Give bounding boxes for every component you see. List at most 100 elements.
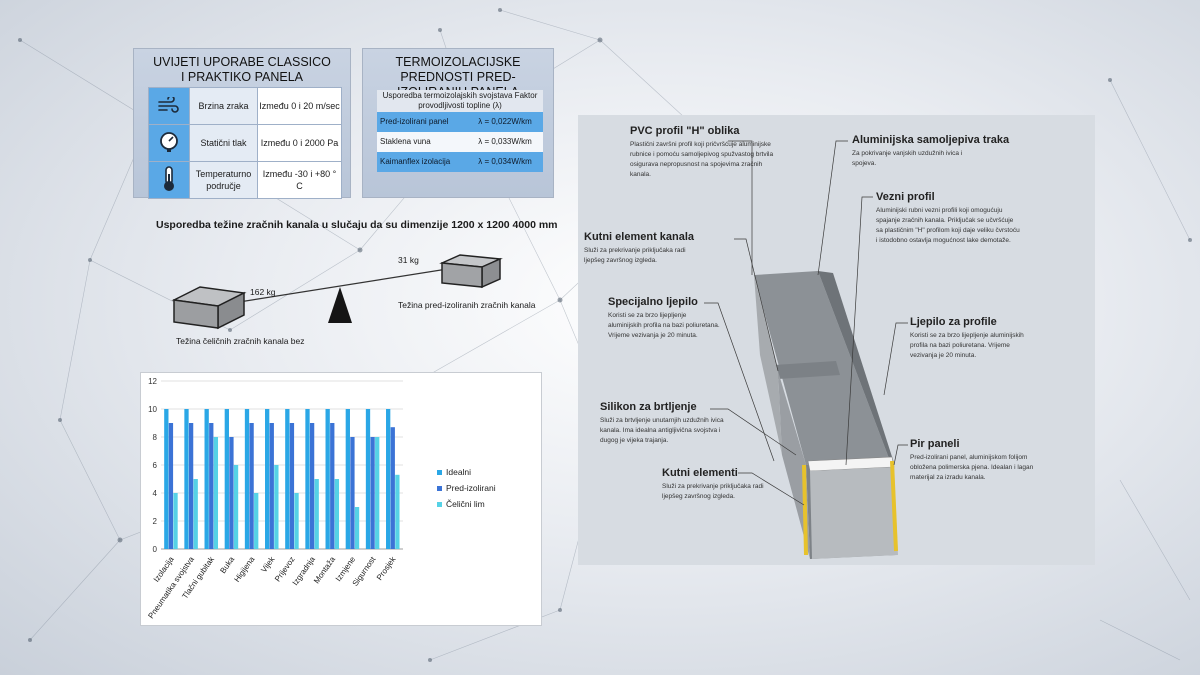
bar [265, 409, 270, 549]
annotation-title: Vezni profil [876, 191, 935, 203]
annotation-sealing-silicone: Silikon za brtljenje Služi za brtvljenje… [600, 401, 740, 446]
annotation-desc: Služi za brtvljenje unutarnjih uzdužnih … [600, 417, 724, 444]
y-tick-label: 4 [153, 489, 158, 498]
usage-conditions-title: UVIJETI UPORABE CLASSICO I PRAKTIKO PANE… [153, 55, 331, 84]
legend-label: Idealni [446, 467, 471, 477]
y-tick-label: 2 [153, 517, 158, 526]
bar [309, 423, 315, 549]
bar [269, 423, 274, 549]
wind-icon [148, 87, 190, 125]
bar [254, 493, 259, 549]
annotation-profile-glue: Ljepilo za profile Koristi se za brzo li… [910, 316, 1045, 361]
annotation-aluminium-tape: Aluminijska samoljepiva traka Za pokriva… [852, 134, 1052, 169]
pre-insulated-weight-label: Težina pred-izoliranih zračnih kanala [398, 300, 536, 310]
duct-illustration [704, 140, 908, 559]
annotation-desc: Služi za prekrivanje priključaka radi lj… [584, 247, 686, 264]
lambda-cell: λ = 0,022W/km [467, 112, 543, 132]
legend-label: Čelični lim [446, 499, 485, 509]
annotation-title: Silikon za brtljenje [600, 401, 697, 413]
table-header: Usporedba termoizolajskih svojstava Fakt… [377, 90, 543, 112]
annotation-connecting-profile: Vezni profil Aluminijski rubni vezni pro… [876, 191, 1021, 246]
annotation-desc: Koristi se za brzo lijepljenje aluminijs… [910, 332, 1024, 359]
usage-conditions-table: Brzina zraka Između 0 i 20 m/sec Statičn… [148, 87, 342, 199]
bar [365, 409, 371, 549]
corner-element [802, 464, 808, 556]
material-cell: Kaimanflex izolacija [377, 152, 468, 172]
annotation-desc: Pred-izolirani panel, aluminijskom folij… [910, 454, 1034, 481]
bar [274, 465, 279, 549]
bar [209, 423, 214, 549]
condition-value: Između -30 i +80 ° C [257, 161, 342, 199]
table-row: Statični tlak Između 0 i 2000 Pa [148, 124, 342, 162]
bar [193, 479, 198, 549]
table-row: Temperaturno područje Između -30 i +80 °… [148, 161, 342, 199]
annotation-desc: Za pokrivanje vanjskih uzdužnih ivica i … [852, 150, 963, 167]
bar [334, 479, 340, 549]
balance-beam [219, 266, 461, 306]
bar [229, 437, 234, 549]
annotation-title: Specijalno ljepilo [608, 296, 698, 308]
bar [330, 423, 335, 549]
steel-duct-icon [171, 286, 247, 330]
bar [345, 409, 350, 549]
annotation-title: Kutni element kanala [584, 231, 695, 243]
annotation-title: PVC profil "H" oblika [630, 125, 740, 137]
legend-swatch [437, 502, 442, 507]
steel-weight: 162 kg [250, 287, 276, 297]
bar [325, 409, 330, 549]
fulcrum-icon [328, 287, 352, 323]
annotation-desc: Aluminijski rubni vezni profili koji omo… [876, 207, 1020, 244]
bar [294, 493, 299, 549]
annotation-special-glue: Specijalno ljepilo Koristi se za brzo li… [608, 296, 743, 341]
condition-label: Brzina zraka [189, 87, 258, 125]
y-tick-label: 6 [153, 461, 158, 470]
x-tick-label: Vijek [259, 554, 277, 574]
bar [224, 409, 229, 549]
condition-label: Temperaturno područje [189, 161, 258, 199]
legend-swatch [437, 486, 442, 491]
pre-insulated-weight: 31 kg [398, 255, 419, 265]
bar [285, 409, 290, 549]
corner-element [890, 460, 898, 552]
duct-components-diagram: PVC profil "H" oblika Plastični završni … [578, 115, 1095, 565]
bar [213, 437, 219, 549]
bar [350, 437, 355, 549]
annotation-corner-element: Kutni element kanala Služi za prekrivanj… [584, 231, 734, 266]
y-tick-label: 10 [148, 405, 157, 414]
annotation-desc: Koristi se za brzo lijepljenje aluminijs… [608, 312, 720, 339]
bar [354, 507, 360, 549]
condition-value: Između 0 i 20 m/sec [257, 87, 342, 125]
lambda-cell: λ = 0,033W/km [467, 132, 543, 152]
pre-insulated-duct-icon [439, 254, 503, 289]
bar [289, 423, 295, 549]
bar [314, 479, 319, 549]
annotation-pir-panels: Pir paneli Pred-izolirani panel, alumini… [910, 438, 1070, 483]
lambda-cell: λ = 0,034W/km [467, 152, 543, 172]
y-tick-label: 12 [148, 377, 157, 386]
bar [305, 409, 310, 549]
bar [370, 437, 375, 549]
steel-weight-label: Težina čeličnih zračnih kanala bez [176, 336, 305, 346]
annotation-corner-elements: Kutni elementi Služi za prekrivanje prik… [662, 467, 792, 502]
material-cell: Pred-izolirani panel [377, 112, 468, 132]
thermometer-icon [148, 161, 190, 199]
bar [249, 423, 254, 549]
x-tick-label: Montaža [312, 555, 337, 586]
bar [386, 409, 391, 549]
annotation-title: Ljepilo za profile [910, 316, 997, 328]
bar [395, 474, 400, 549]
x-tick-label: Higijena [232, 555, 256, 584]
legend-swatch [437, 470, 442, 475]
condition-value: Između 0 i 2000 Pa [257, 124, 342, 162]
x-tick-label: Buka [218, 555, 236, 576]
y-tick-label: 0 [153, 545, 158, 554]
bar [164, 409, 169, 549]
bar [390, 427, 395, 549]
bar [375, 437, 380, 549]
bar [244, 409, 250, 549]
